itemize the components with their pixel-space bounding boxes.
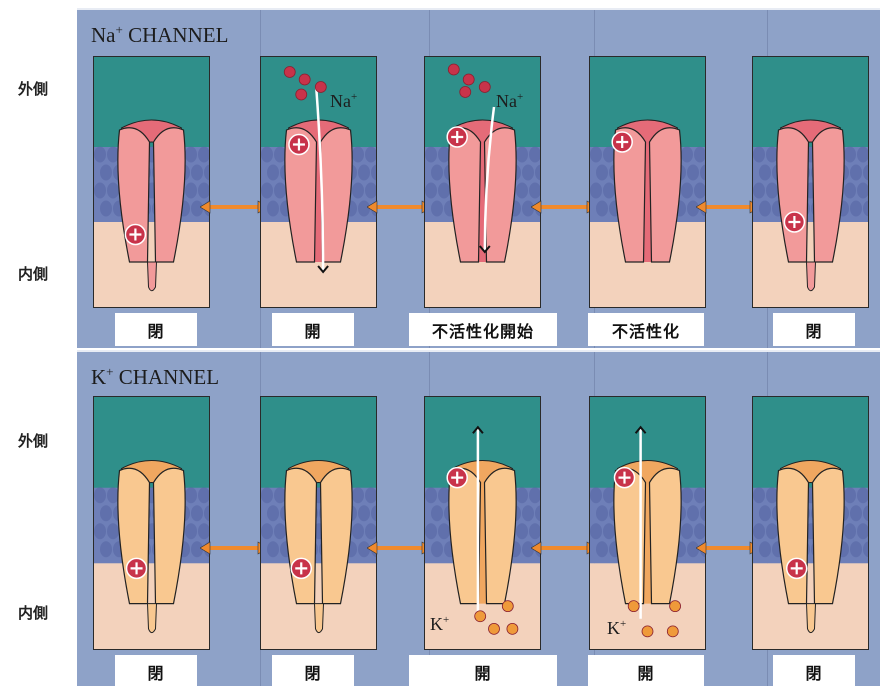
na-ion-label: Na+	[330, 91, 357, 112]
na-state-label-1: 閉	[115, 313, 197, 346]
positive-charge-icon	[615, 468, 635, 488]
k-channel-state-1	[93, 396, 210, 650]
na-channel-state-5	[752, 56, 869, 308]
ion-dot	[296, 89, 307, 100]
ion-dot	[642, 626, 653, 637]
ion-dot	[315, 82, 326, 93]
na-channel-state-1	[93, 56, 210, 308]
k-channel-state-4	[589, 396, 706, 650]
exchange-arrow-icon	[200, 540, 268, 560]
k-channel-title: K+ CHANNEL	[91, 364, 219, 390]
ion-dot	[463, 74, 474, 85]
positive-charge-icon	[784, 212, 804, 232]
positive-charge-icon	[127, 558, 147, 578]
ion-dot	[299, 74, 310, 85]
positive-charge-icon	[125, 225, 145, 245]
inside-label-na: 内側	[18, 263, 48, 284]
positive-charge-icon	[291, 558, 311, 578]
k-channel-state-2	[260, 396, 377, 650]
na-channel-title: Na+ CHANNEL	[91, 22, 228, 48]
k-state-label-5: 閉	[773, 655, 855, 688]
outside-label-na: 外側	[18, 78, 48, 99]
positive-charge-icon	[787, 558, 807, 578]
exchange-arrow-icon	[200, 199, 268, 219]
na-ion-label: Na+	[496, 91, 523, 112]
na-state-label-3: 不活性化開始	[409, 313, 557, 346]
exchange-arrow-icon	[531, 199, 597, 219]
exchange-arrow-icon	[367, 540, 432, 560]
positive-charge-icon	[289, 135, 309, 155]
positive-charge-icon	[612, 132, 632, 152]
ion-dot	[670, 601, 681, 612]
k-state-label-4: 開	[588, 655, 704, 688]
exchange-arrow-icon	[696, 540, 760, 560]
exchange-arrow-icon	[531, 540, 597, 560]
na-channel-state-3	[424, 56, 541, 308]
positive-charge-icon	[447, 468, 467, 488]
ion-dot	[475, 611, 486, 622]
na-state-label-4: 不活性化	[588, 313, 704, 346]
positive-charge-icon	[447, 127, 467, 147]
ion-dot	[479, 82, 490, 93]
k-channel-state-5	[752, 396, 869, 650]
ion-dot	[502, 601, 513, 612]
exchange-arrow-icon	[696, 199, 760, 219]
k-state-label-3: 開	[409, 655, 557, 688]
ion-dot	[448, 64, 459, 75]
k-ion-label: K+	[430, 614, 449, 635]
exchange-arrow-icon	[367, 199, 432, 219]
k-state-label-2: 閉	[272, 655, 354, 688]
ion-dot	[460, 87, 471, 98]
na-channel-state-2	[260, 56, 377, 308]
na-state-label-5: 閉	[773, 313, 855, 346]
k-ion-label: K+	[607, 618, 626, 639]
inside-label-k: 内側	[18, 602, 48, 623]
outside-label-k: 外側	[18, 430, 48, 451]
na-channel-state-4	[589, 56, 706, 308]
ion-dot	[284, 67, 295, 78]
k-channel-state-3	[424, 396, 541, 650]
ion-dot	[628, 601, 639, 612]
ion-dot	[507, 623, 518, 634]
ion-dot	[667, 626, 678, 637]
ion-dot	[489, 623, 500, 634]
na-state-label-2: 開	[272, 313, 354, 346]
k-state-label-1: 閉	[115, 655, 197, 688]
